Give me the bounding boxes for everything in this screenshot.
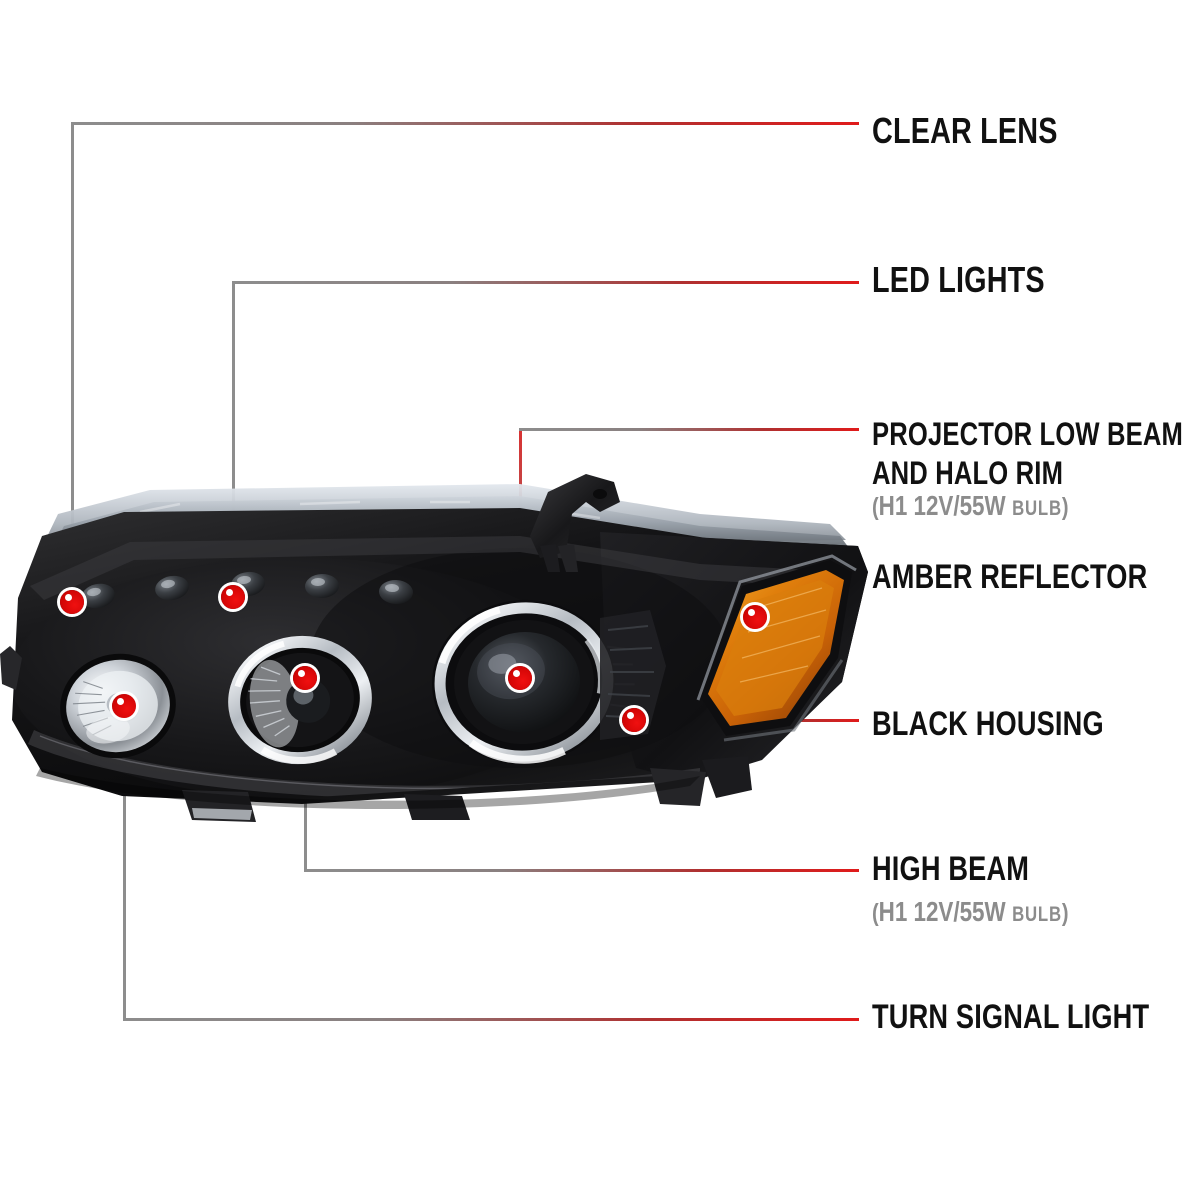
leader-turn-signal-vertical <box>123 706 126 1020</box>
leader-clear-lens-horizontal <box>71 122 859 125</box>
label-amber-reflector-text: AMBER REFLECTOR <box>872 558 1148 596</box>
label-high-beam-bulb-spec: (H1 12V/55W BULB) <box>872 896 1069 928</box>
callout-dot-clear-lens[interactable] <box>60 590 84 614</box>
callout-dot-amber-reflector[interactable] <box>743 605 767 629</box>
headlight-assembly-image <box>0 468 880 840</box>
bulb-spec: H1 12V/55W <box>878 896 1006 927</box>
label-projector-low-beam: PROJECTOR LOW BEAM AND HALO RIM <box>872 418 1183 489</box>
label-clear-lens: CLEAR LENS <box>872 113 1058 149</box>
leader-projector-horizontal <box>519 428 859 431</box>
label-turn-signal-light-text: TURN SIGNAL LIGHT <box>872 998 1150 1036</box>
paren-open: ( <box>872 899 879 927</box>
label-projector-bulb-spec: (H1 12V/55W BULB) <box>872 490 1069 522</box>
label-amber-reflector: AMBER REFLECTOR <box>872 560 1147 594</box>
bulb-word: BULB <box>1012 903 1062 926</box>
leader-led-lights-horizontal <box>232 281 859 284</box>
label-high-beam-text: HIGH BEAM <box>872 850 1030 888</box>
leader-led-lights-vertical <box>232 281 235 599</box>
callout-dot-black-housing[interactable] <box>622 708 646 732</box>
label-led-lights-text: LED LIGHTS <box>872 259 1045 300</box>
paren-close: ) <box>1061 899 1069 927</box>
label-black-housing: BLACK HOUSING <box>872 707 1104 741</box>
label-high-beam: HIGH BEAM <box>872 852 1029 886</box>
callout-dot-turn-signal[interactable] <box>112 694 136 718</box>
label-projector-line-1: PROJECTOR LOW BEAM <box>872 416 1184 452</box>
label-projector-line-2: AND HALO RIM <box>872 455 1064 491</box>
label-turn-signal-light: TURN SIGNAL LIGHT <box>872 1000 1149 1034</box>
label-led-lights: LED LIGHTS <box>872 262 1045 298</box>
label-black-housing-text: BLACK HOUSING <box>872 705 1104 743</box>
leader-turn-signal-horizontal <box>123 1018 859 1021</box>
leader-clear-lens-vertical <box>71 122 74 604</box>
callout-dot-projector[interactable] <box>508 666 532 690</box>
leader-high-beam-horizontal <box>304 869 859 872</box>
bulb-spec: H1 12V/55W <box>878 490 1006 521</box>
paren-close: ) <box>1061 493 1069 521</box>
bulb-word: BULB <box>1012 497 1062 520</box>
callout-dot-led-lights[interactable] <box>221 585 245 609</box>
label-clear-lens-text: CLEAR LENS <box>872 110 1058 151</box>
callout-dot-high-beam[interactable] <box>293 666 317 690</box>
paren-open: ( <box>872 493 879 521</box>
